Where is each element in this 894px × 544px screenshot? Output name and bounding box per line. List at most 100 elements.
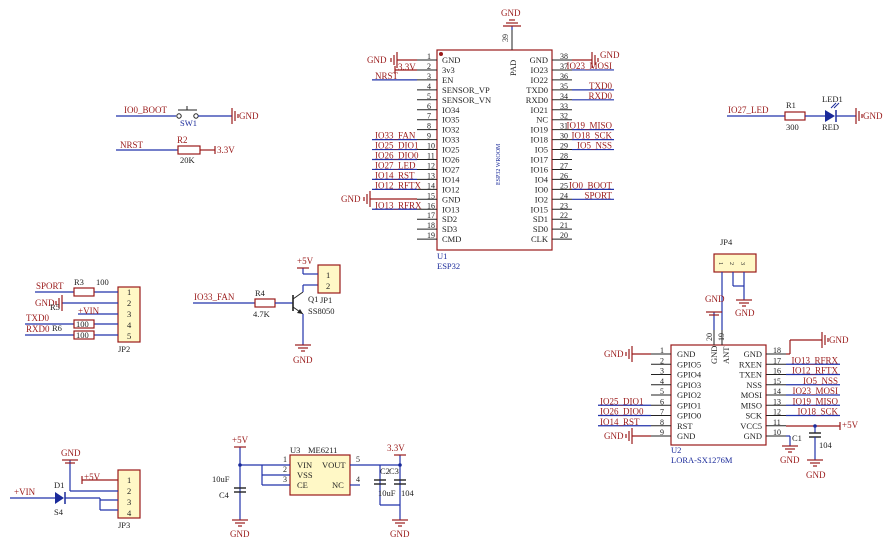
q1-net: IO33_FAN: [194, 292, 235, 302]
u1-pin-name: IO23: [531, 65, 548, 75]
r4-value: 4.7K: [253, 309, 271, 319]
u2-body: [670, 344, 767, 446]
u1-pin-name: IO15: [531, 204, 548, 214]
u1-net-label: IO19_MISO: [566, 121, 612, 131]
u2-pin-number: 7: [660, 408, 664, 417]
r1-ref: R1: [786, 100, 796, 110]
u1-net-label: IO27_LED: [375, 160, 416, 170]
u1-pin-name: IO33: [442, 135, 459, 145]
u1-net-label: NRST: [375, 71, 399, 81]
v5-label: +5V: [297, 256, 314, 266]
u1-pin-number: 12: [427, 161, 435, 170]
u2-value: LORA-SX1276M: [671, 455, 733, 465]
c1-ref: C1: [792, 433, 802, 443]
u2-pin-name: RST: [677, 421, 693, 431]
u1-pin-number: 38: [560, 52, 568, 61]
u1-pin-number: 17: [427, 211, 435, 220]
jp2-ref: JP2: [118, 344, 130, 354]
u1-pin-number: 25: [560, 181, 568, 190]
u3-pin-vout: VOUT: [322, 460, 346, 470]
u1-pin-name: IO5: [535, 145, 548, 155]
gnd-label: GND: [230, 529, 250, 539]
led-circuit: IO27_LED R1 300 LED1 RED GND: [727, 94, 883, 132]
d1-ref: D1: [54, 480, 64, 490]
q1-ref: Q1: [308, 294, 318, 304]
u1-pin-name: SD3: [442, 224, 457, 234]
u1-pin-name: IO22: [531, 75, 548, 85]
gnd-label: GND: [61, 448, 81, 458]
u1-net-label: IO23_MOSI: [566, 61, 612, 71]
u1-pin-name: GND: [530, 55, 548, 65]
u1-pin-number: 29: [560, 142, 568, 151]
gnd-label: GND: [829, 335, 849, 345]
u2-pin-name: VCC5: [740, 421, 762, 431]
u2-net-label: IO23_MOSI: [792, 386, 838, 396]
u2-gnd1-symbol: GND: [604, 346, 651, 362]
u2-pin-name: TXEN: [739, 370, 762, 380]
gnd-label: GND: [341, 194, 361, 204]
u2-pin-name: MISO: [741, 400, 762, 410]
c2-value: 10uF: [378, 488, 396, 498]
gnd-label: GND: [604, 349, 624, 359]
u2-pin-name: SCK: [745, 411, 762, 421]
u1-pin-name: IO0: [535, 184, 548, 194]
jp4-pin-1: 1: [717, 262, 723, 265]
reset-resistor: NRST R2 20K 3.3V: [116, 135, 235, 165]
u2-pin-number: 16: [773, 367, 781, 376]
u2-pin-number: 6: [660, 397, 664, 406]
u2-pin-number: 2: [660, 356, 664, 365]
u1-pad-number: 39: [501, 34, 510, 42]
jp4-ref: JP4: [720, 237, 733, 247]
u1-pin-number: 14: [427, 181, 435, 190]
u2-pin-name: MOSI: [741, 390, 762, 400]
r1-net: IO27_LED: [728, 105, 769, 115]
r6-value: 100: [76, 330, 89, 340]
u2-pin-number: 3: [660, 367, 664, 376]
u2-pin-number: 13: [773, 397, 781, 406]
v33-label: 3.3V: [398, 62, 416, 72]
v5-label: +5V: [232, 435, 249, 445]
u2-pin-number: 4: [660, 377, 664, 386]
u1-pin-number: 8: [427, 122, 431, 131]
c4-ref: C4: [219, 490, 230, 500]
gnd-label: GND: [604, 431, 624, 441]
u2-net-label: IO26_DIO0: [600, 407, 644, 417]
u1-pin-number: 33: [560, 102, 568, 111]
u1-pin-number: 18: [427, 221, 435, 230]
u2-pin-name: GND: [677, 349, 695, 359]
u1-pin-number: 20: [560, 231, 568, 240]
u2-ref: U2: [671, 445, 681, 455]
u2-net-label: IO18_SCK: [797, 407, 838, 417]
jp3-pin-number: 3: [127, 497, 131, 507]
u1-gnd15-symbol: GND: [341, 191, 417, 207]
jp4-pin-2: 2: [728, 262, 734, 265]
u1-pin-name: NC: [536, 115, 548, 125]
u1-pin-number: 31: [560, 122, 568, 131]
gnd-label: GND: [35, 298, 55, 308]
u2-pin-number: 9: [660, 428, 664, 437]
u1-net-label: IO26_DIO0: [375, 151, 419, 161]
r5-value: 100: [76, 319, 89, 329]
u1-pin-name: IO18: [531, 135, 548, 145]
u1-net-label: TXD0: [589, 81, 612, 91]
r4-ref: R4: [255, 288, 266, 298]
led1-value: RED: [822, 122, 839, 132]
jp2-pin-number: 4: [127, 320, 132, 330]
r2-ref: R2: [177, 135, 188, 145]
u1-ref: U1: [437, 251, 447, 261]
u1-pin-name: IO27: [442, 164, 459, 174]
u1-pin-number: 27: [560, 161, 568, 170]
u2-pin-number: 18: [773, 346, 781, 355]
c3-ref: C3: [389, 466, 399, 476]
u1-pin-name: GND: [442, 194, 460, 204]
u1-pin-name: IO16: [531, 164, 548, 174]
u1-module-label: ESP32 WROOM: [496, 143, 502, 185]
jp1-pin-1: 1: [326, 270, 330, 280]
u1-pin-number: 35: [560, 82, 568, 91]
u3-pin-ce: CE: [297, 480, 308, 490]
u1-pin-number: 36: [560, 72, 568, 81]
u1-gnd38-symbol: GND: [572, 50, 620, 68]
u2-pin-name: GND: [744, 349, 762, 359]
u1-net-label: RXD0: [588, 91, 612, 101]
